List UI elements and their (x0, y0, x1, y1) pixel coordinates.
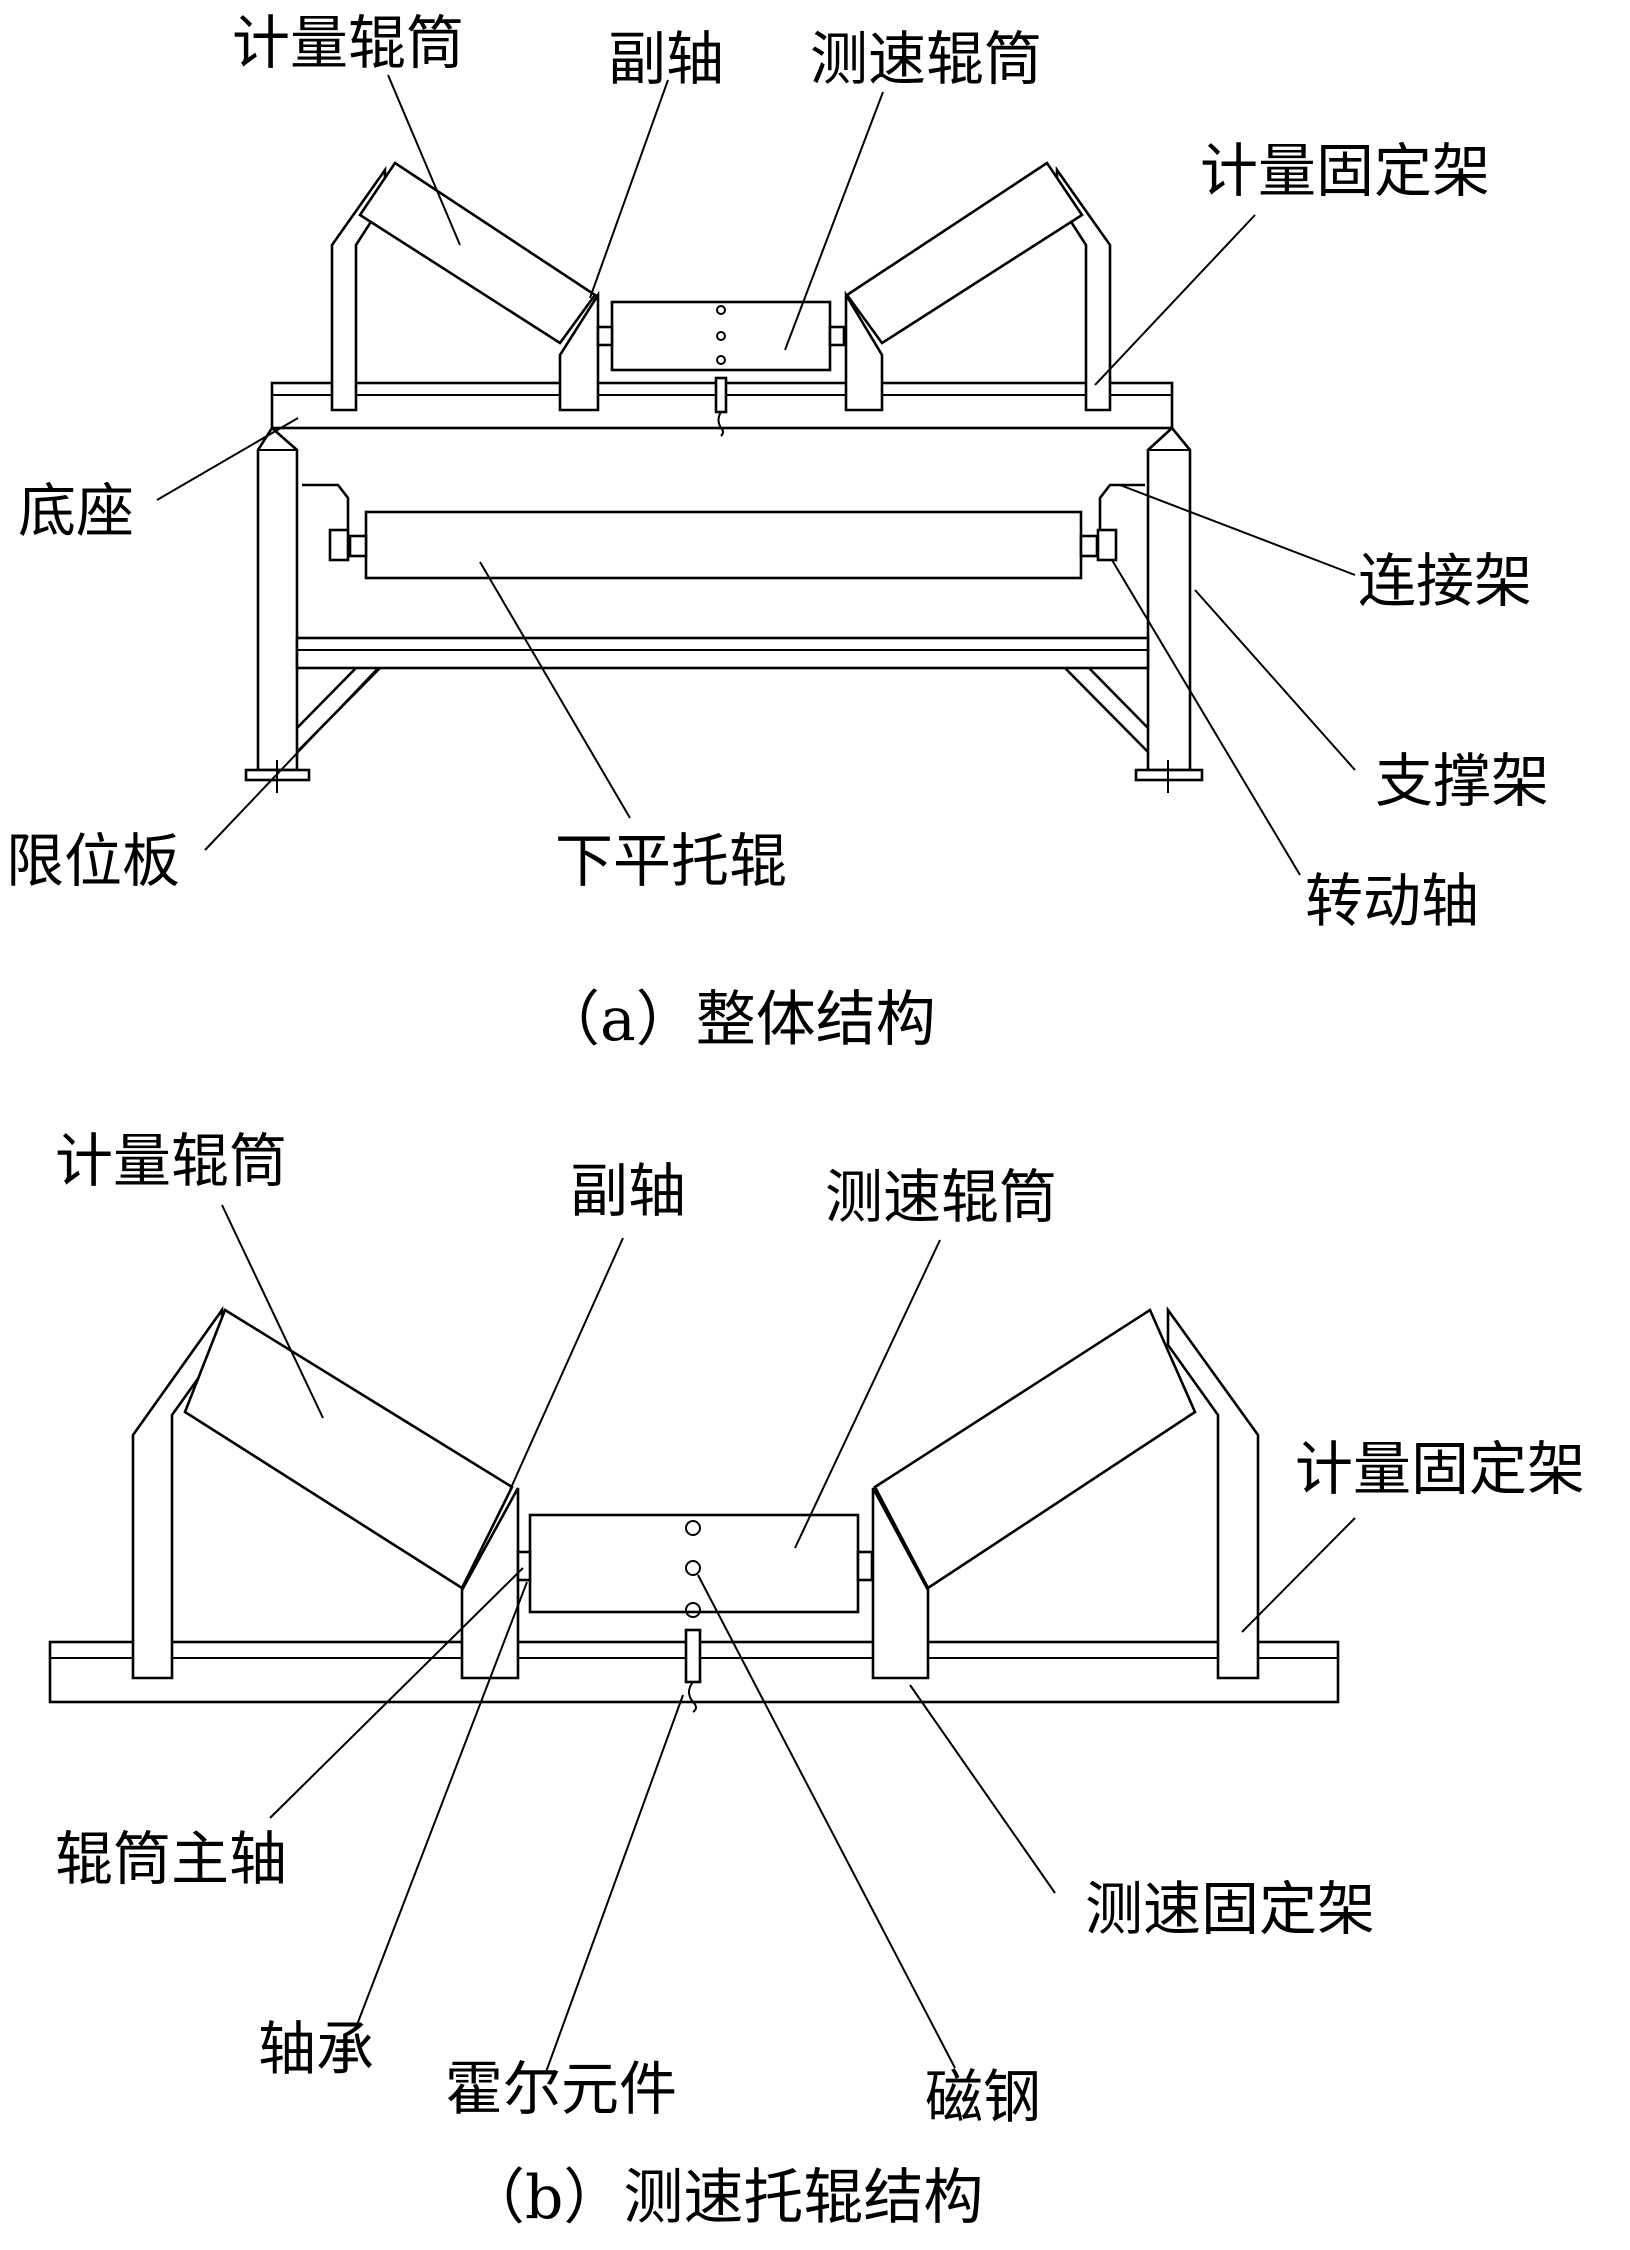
label-a-support-frame: 支撑架 (1375, 747, 1550, 815)
leader-lines-b (221, 1204, 1356, 2073)
leader-lines-a (156, 74, 1356, 876)
label-b-metering-frame: 计量固定架 (1295, 1435, 1586, 1503)
lower-flat-idler (348, 510, 1099, 580)
magnet-hole-2 (685, 1560, 701, 1576)
label-b-speed-frame: 测速固定架 (1085, 1875, 1376, 1943)
label-b-roller-main-shaft: 辊筒主轴 (55, 1825, 288, 1893)
speed-frames-b (460, 1487, 930, 1680)
connecting-frames (302, 483, 1145, 562)
limit-plates (244, 760, 1204, 793)
label-a-speed-roller: 测速辊筒 (810, 25, 1043, 93)
magnet-hole-1 (685, 1520, 701, 1536)
speed-frames (558, 290, 884, 412)
diagram-b-drawing (48, 1204, 1356, 2073)
label-b-magnet: 磁钢 (925, 2063, 1042, 2131)
hall-element (684, 1628, 702, 1684)
label-a-lower-flat-idler: 下平托辊 (555, 827, 788, 895)
label-b-metering-roller: 计量辊筒 (55, 1127, 288, 1195)
caption-b: （b）测速托辊结构 (465, 2163, 984, 2233)
label-a-metering-roller: 计量辊筒 (232, 9, 465, 77)
speed-roller (596, 300, 846, 437)
label-a-base: 底座 (18, 477, 135, 545)
label-b-bearing: 轴承 (258, 2015, 375, 2083)
diagram-a-drawing (156, 74, 1356, 876)
label-a-metering-frame: 计量固定架 (1200, 137, 1491, 205)
label-a-limit-plate: 限位板 (6, 827, 181, 895)
label-b-hall-element: 霍尔元件 (445, 2055, 678, 2123)
label-b-aux-shaft: 副轴 (570, 1157, 687, 1225)
label-b-speed-roller: 测速辊筒 (825, 1163, 1058, 1231)
caption-a: （a）整体结构 (540, 985, 936, 1055)
label-a-rotating-shaft: 转动轴 (1305, 867, 1480, 935)
label-a-connecting-frame: 连接架 (1358, 547, 1533, 615)
metering-rollers (358, 161, 1084, 345)
lower-cross-beam (295, 636, 1150, 753)
support-frame-legs (256, 426, 1192, 772)
magnet-hole-3 (685, 1602, 701, 1618)
label-a-aux-shaft: 副轴 (608, 25, 725, 93)
